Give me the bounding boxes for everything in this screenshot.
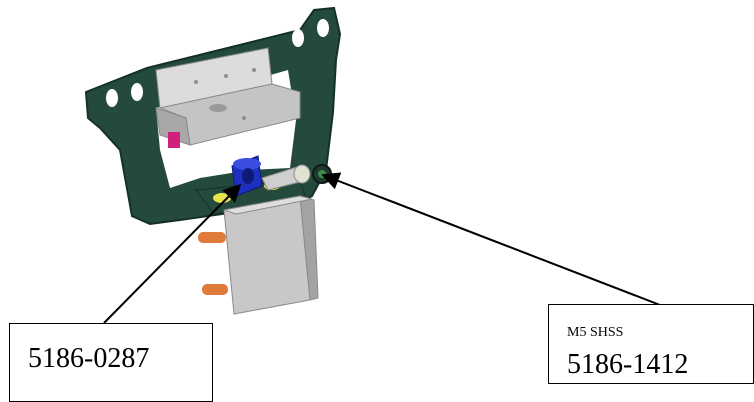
part-number-label: 5186-1412 bbox=[567, 349, 689, 380]
bolt-hole bbox=[131, 83, 143, 101]
leader-arrow-left bbox=[103, 183, 242, 324]
callout-box-right: M5 SHSS 5186-1412 bbox=[548, 304, 754, 384]
part-number-label: 5186-0287 bbox=[28, 343, 150, 374]
top-block bbox=[155, 47, 301, 146]
bolt-hole bbox=[106, 89, 118, 107]
bolt-hole bbox=[317, 19, 329, 37]
blue-knob bbox=[231, 155, 263, 197]
bolt-hole bbox=[292, 29, 304, 47]
orange-pins bbox=[198, 232, 228, 295]
lower-stand bbox=[223, 195, 319, 315]
magenta-tab bbox=[168, 132, 180, 148]
callout-box-left: 5186-0287 bbox=[9, 323, 213, 402]
leader-arrow-right bbox=[321, 172, 661, 306]
part-description-label: M5 SHSS bbox=[567, 325, 624, 340]
